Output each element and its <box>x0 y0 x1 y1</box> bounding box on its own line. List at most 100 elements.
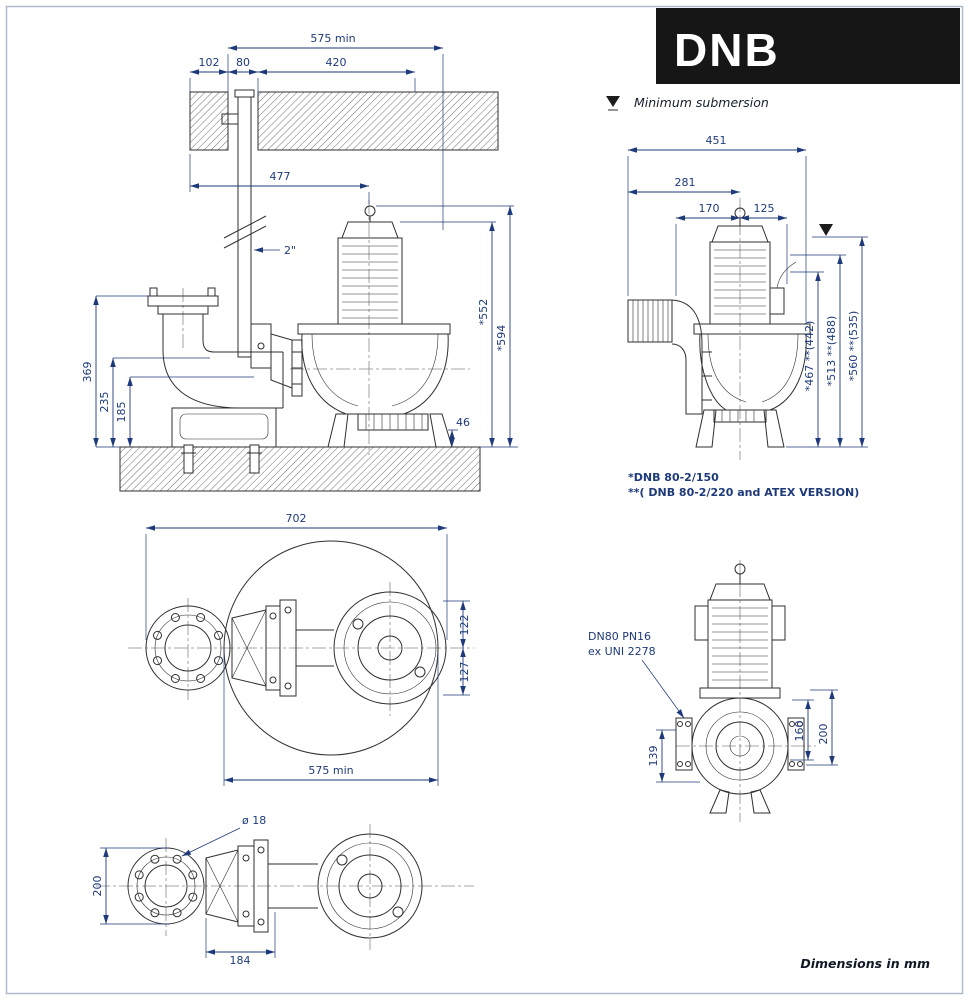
bracket-bolts <box>269 606 292 690</box>
dim-281-label: 281 <box>675 176 696 189</box>
bracket-diagonals <box>231 609 267 687</box>
cable-gland <box>769 287 785 315</box>
dim-420-label: 420 <box>326 56 347 69</box>
legend-minimum-submersion: Minimum submersion <box>606 95 769 111</box>
elbow-base-stand <box>171 407 277 448</box>
pipe-size-label: 2" <box>284 244 296 257</box>
page-border <box>5 5 964 995</box>
note-line-1: *DNB 80-2/150 <box>628 471 719 484</box>
volute-front-mid <box>705 711 775 781</box>
footer-note: Dimensions in mm <box>800 956 930 971</box>
flange-bolt-circle <box>154 614 222 682</box>
suction-mouth <box>715 721 765 771</box>
dim-170-label: 170 <box>699 202 720 215</box>
pump-top-inner <box>357 615 423 681</box>
minimum-submersion-icon <box>606 96 620 107</box>
bracket-diagonals <box>205 849 239 923</box>
hose-coupling-ribs <box>632 300 669 342</box>
view-freestanding: 451 281 170 125 *467 **(442) *513 **(488… <box>627 134 868 460</box>
lifting-eye-1 <box>352 618 364 630</box>
flange-bore <box>144 864 188 908</box>
minimum-submersion-marker <box>819 224 833 236</box>
dim-552-label: *552 <box>477 299 490 326</box>
page-title: DNB <box>674 24 780 76</box>
dim-102-label: 102 <box>199 56 220 69</box>
motor-body <box>337 237 403 325</box>
dim-451-label: 451 <box>706 134 727 147</box>
guide-claw <box>250 323 272 369</box>
volute-body <box>301 333 449 415</box>
anchor-bolt-left <box>183 444 194 474</box>
lifting-hook <box>364 205 376 217</box>
ceiling-slab-right <box>257 91 499 151</box>
centerlines <box>676 560 816 822</box>
flange-spec-leader <box>641 659 685 719</box>
dim-513-label: *513 **(488) <box>825 316 838 387</box>
bracket-arms <box>296 629 334 667</box>
suction-hub <box>729 735 751 757</box>
dim-139-label: 139 <box>647 746 660 767</box>
guide-pipe <box>237 96 252 358</box>
title-background <box>656 8 960 84</box>
strainer-slots <box>365 414 423 430</box>
hose-coupling <box>627 299 673 343</box>
flange-bolt-holes <box>153 613 223 683</box>
dim-235-label: 235 <box>98 392 111 413</box>
front-drawing <box>675 560 816 822</box>
bracket-bolts <box>242 846 265 926</box>
base-plan-dimensions: ø 18 200 184 <box>91 814 276 967</box>
discharge-flange-right <box>787 717 805 771</box>
freestanding-drawing <box>627 198 833 460</box>
installation-dimensions: 575 min 102 80 420 477 2" 369 235 185 *5… <box>81 32 518 448</box>
claw-bolt <box>257 342 265 350</box>
dim-575-min-label: 575 min <box>310 32 355 45</box>
dim-125-label: 125 <box>754 202 775 215</box>
dim-594-label: *594 <box>495 325 508 352</box>
handle-right <box>771 605 786 641</box>
suction-strainer <box>713 409 767 423</box>
elbow-top-hub <box>357 873 383 899</box>
flange-bolt-holes <box>134 854 198 918</box>
title-block: DNB <box>656 8 960 84</box>
dim-46-label: 46 <box>456 416 470 429</box>
dim-467-label: *467 **(442) <box>803 321 816 392</box>
bracket-plate-2 <box>279 599 297 697</box>
pump-top-middle <box>343 601 437 695</box>
cable <box>776 261 797 289</box>
extension-lines <box>656 689 838 783</box>
elbow-top-outer <box>317 833 423 939</box>
pump-foot-left <box>709 789 730 814</box>
view-plan: 702 122 127 575 min <box>128 512 474 786</box>
installation-drawing <box>119 89 499 492</box>
discharge-elbow <box>671 299 703 415</box>
swing-clearance-circle <box>223 540 439 756</box>
dim-560-label: *560 **(535) <box>847 311 860 382</box>
extension-lines <box>100 847 276 958</box>
pump-foot-right <box>763 409 785 448</box>
riser-stud-right <box>207 287 216 297</box>
anchor-bolt-right <box>249 444 260 474</box>
volute-plate <box>693 323 811 335</box>
strainer-slots <box>721 410 755 422</box>
flange-bolt-circle <box>136 856 196 916</box>
plan-drawing <box>128 540 474 756</box>
dim-185-label: 185 <box>115 402 128 423</box>
flange-bolts <box>677 721 803 767</box>
motor-cooling-fins <box>342 245 398 319</box>
bolt-hole-leader <box>181 827 241 857</box>
view-base-plan: ø 18 200 184 <box>91 814 474 967</box>
volute-inner-curves <box>707 333 799 403</box>
legend-label: Minimum submersion <box>634 95 769 110</box>
lifting-eye-2 <box>414 666 426 678</box>
plan-dimensions: 702 122 127 575 min <box>145 512 471 786</box>
bracket-plate-2 <box>253 839 269 933</box>
dim-477-label: 477 <box>270 170 291 183</box>
extension-lines <box>627 156 868 448</box>
dim-200-label: 200 <box>817 724 830 745</box>
flange-outer <box>145 605 231 691</box>
bracket-arms <box>268 863 318 909</box>
dim-127-label: 127 <box>458 662 471 683</box>
flange-spec-line-1: DN80 PN16 <box>588 630 651 643</box>
